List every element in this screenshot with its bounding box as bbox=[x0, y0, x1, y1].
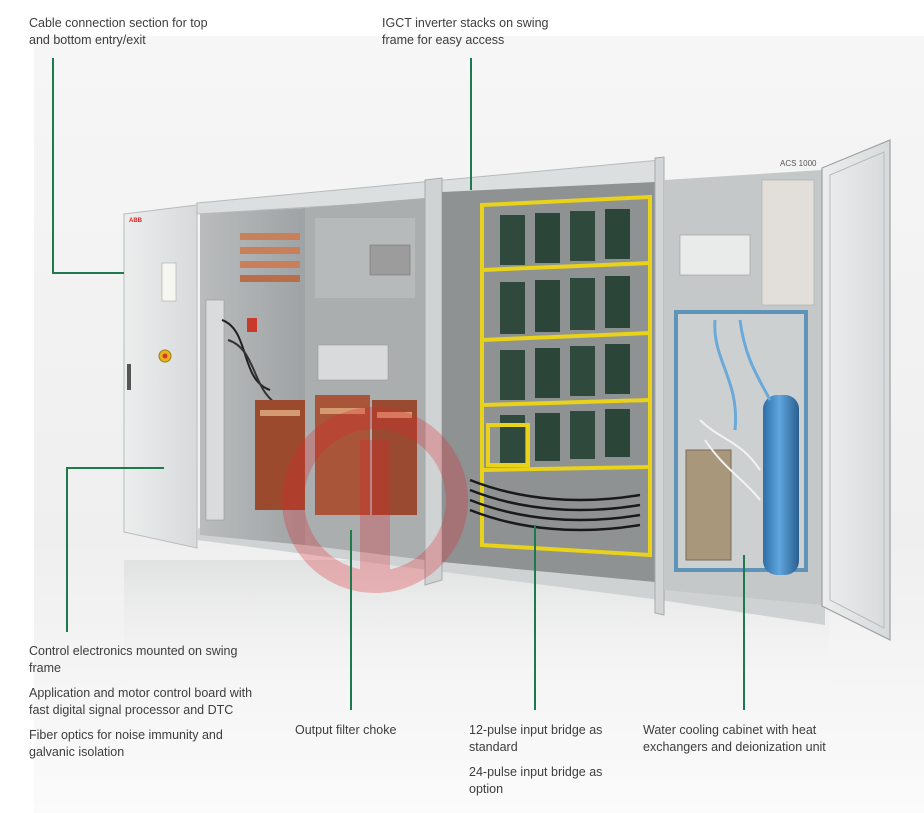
label-cable-connection-text: Cable connection section for top and bot… bbox=[29, 16, 208, 47]
leader-control-horizontal bbox=[66, 467, 164, 469]
enclosure-base bbox=[197, 528, 825, 625]
label-input-bridge-24: 24-pulse input bridge as option bbox=[469, 765, 603, 796]
abb-logo: ABB bbox=[129, 218, 143, 224]
swing-frame-control bbox=[205, 299, 225, 521]
leader-control-vertical bbox=[66, 467, 68, 632]
label-control-group: Control electronics mounted on swing fra… bbox=[29, 643, 254, 761]
door-handle bbox=[127, 364, 131, 390]
label-application-board: Application and motor control board with… bbox=[29, 686, 253, 717]
left-cabinet-door bbox=[123, 204, 198, 549]
open-door-edge bbox=[424, 177, 443, 586]
copper-busbars bbox=[240, 233, 300, 282]
heat-exchanger bbox=[685, 449, 732, 561]
output-filter-choke-coils bbox=[255, 395, 417, 515]
deionization-vessel bbox=[763, 395, 799, 575]
leader-cable-vertical bbox=[52, 58, 54, 274]
label-water-cooling-text: Water cooling cabinet with heat exchange… bbox=[643, 723, 826, 754]
label-output-filter-text: Output filter choke bbox=[295, 723, 397, 737]
label-fiber-optics: Fiber optics for noise immunity and galv… bbox=[29, 728, 223, 759]
leader-filter-vertical bbox=[350, 530, 352, 710]
igct-swing-frame bbox=[480, 194, 652, 558]
model-label: ACS 1000 bbox=[780, 159, 817, 168]
label-control-electronics: Control electronics mounted on swing fra… bbox=[29, 644, 238, 675]
brand-watermark bbox=[282, 407, 468, 593]
label-igct-stacks: IGCT inverter stacks on swing frame for … bbox=[382, 15, 572, 49]
igct-modules bbox=[500, 209, 630, 463]
right-open-door bbox=[821, 139, 891, 641]
label-cable-connection: Cable connection section for top and bot… bbox=[29, 15, 219, 49]
input-bridge-wiring bbox=[469, 478, 641, 532]
label-output-filter: Output filter choke bbox=[295, 722, 445, 739]
label-input-bridge-group: 12-pulse input bridge as standard 24-pul… bbox=[469, 722, 604, 798]
label-input-bridge-12: 12-pulse input bridge as standard bbox=[469, 723, 603, 754]
control-panel-display bbox=[161, 262, 177, 302]
drive-cabinet-photo: ABB bbox=[34, 36, 924, 813]
divider-door-edge bbox=[654, 156, 665, 616]
leader-igct-vertical bbox=[470, 58, 472, 190]
label-water-cooling: Water cooling cabinet with heat exchange… bbox=[643, 722, 843, 756]
label-igct-stacks-text: IGCT inverter stacks on swing frame for … bbox=[382, 16, 549, 47]
leader-bridge-vertical bbox=[534, 525, 536, 710]
leader-cooling-vertical bbox=[743, 555, 745, 710]
leader-cable-horizontal bbox=[52, 272, 124, 274]
